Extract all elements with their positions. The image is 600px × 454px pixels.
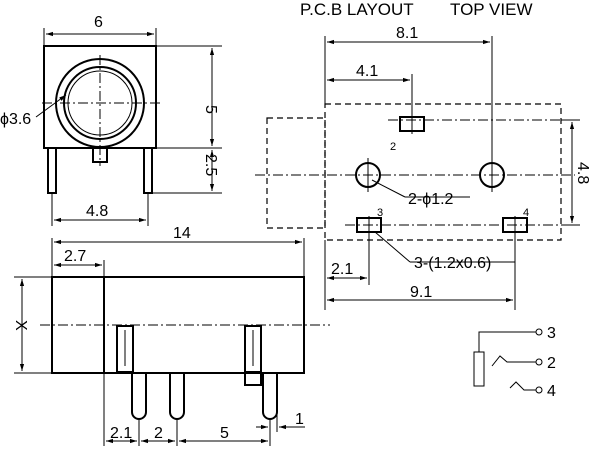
schematic-label-4: 4 bbox=[547, 383, 556, 400]
pcb-body-outline bbox=[324, 103, 562, 241]
front-view: 6 5 2.5 4.8 ϕ3.6 bbox=[0, 14, 222, 226]
pcb-hole-label: 2-ϕ1.2 bbox=[408, 191, 454, 208]
front-pin-left bbox=[47, 147, 57, 194]
front-width-label: 6 bbox=[94, 14, 103, 31]
pad-number-3: 3 bbox=[377, 207, 383, 219]
pcb-pad-span-label: 9.1 bbox=[410, 284, 432, 301]
front-pin-right bbox=[143, 147, 153, 194]
front-diameter-label: ϕ3.6 bbox=[0, 111, 31, 128]
diameter-leader bbox=[35, 94, 67, 118]
schematic-terminal-2 bbox=[535, 358, 543, 366]
pcb-width-label: 8.1 bbox=[396, 25, 418, 42]
pcb-height-label: 4.8 bbox=[574, 162, 591, 184]
pcb-offset-label: 4.1 bbox=[356, 63, 378, 80]
front-pin-center bbox=[92, 147, 108, 163]
pin-spacing-label-1: 2.1 bbox=[110, 425, 132, 442]
side-view: 14 2.7 X 2.1 2 5 1 bbox=[12, 225, 330, 446]
schematic-terminal-3 bbox=[535, 328, 543, 336]
side-pin-3 bbox=[262, 373, 278, 420]
front-pin-height-label: 2.5 bbox=[202, 154, 219, 176]
pcb-layout: 2 3 4 8.1 4.1 4.8 2-ϕ1.2 3-(1.2x0.6) 2.1 bbox=[255, 25, 591, 310]
pad-number-2: 2 bbox=[390, 141, 396, 153]
pcb-jack-front-outline bbox=[266, 117, 326, 229]
jack-sleeve-symbol bbox=[473, 351, 485, 387]
top-view-title: TOP VIEW bbox=[450, 0, 533, 19]
pin-width-label: 1 bbox=[295, 411, 304, 428]
schematic-symbol: 3 2 4 bbox=[473, 325, 556, 400]
side-pin-2 bbox=[169, 373, 185, 420]
pin-spacing-label-2: 2 bbox=[154, 425, 163, 442]
side-front-length-label: 2.7 bbox=[64, 248, 86, 265]
side-length-label: 14 bbox=[173, 225, 191, 242]
pcb-pad-label: 3-(1.2x0.6) bbox=[414, 255, 491, 272]
front-height-label: 5 bbox=[202, 105, 219, 114]
schematic-terminal-4 bbox=[535, 386, 543, 394]
pcb-left-offset-label: 2.1 bbox=[331, 261, 353, 278]
pad-number-4: 4 bbox=[523, 207, 529, 219]
schematic-wire-3 bbox=[478, 331, 536, 352]
schematic-label-3: 3 bbox=[547, 325, 556, 342]
front-pin-span-label: 4.8 bbox=[86, 203, 108, 220]
side-height-label: X bbox=[12, 320, 29, 331]
schematic-wire-2 bbox=[491, 355, 536, 367]
side-body-outline bbox=[51, 276, 305, 374]
pin-spacing-label-3: 5 bbox=[220, 425, 229, 442]
side-contact-left bbox=[116, 325, 134, 373]
schematic-wire-4 bbox=[509, 381, 536, 391]
side-pin-1 bbox=[131, 373, 147, 420]
schematic-label-2: 2 bbox=[547, 355, 556, 372]
pcb-layout-title: P.C.B LAYOUT bbox=[300, 0, 414, 19]
